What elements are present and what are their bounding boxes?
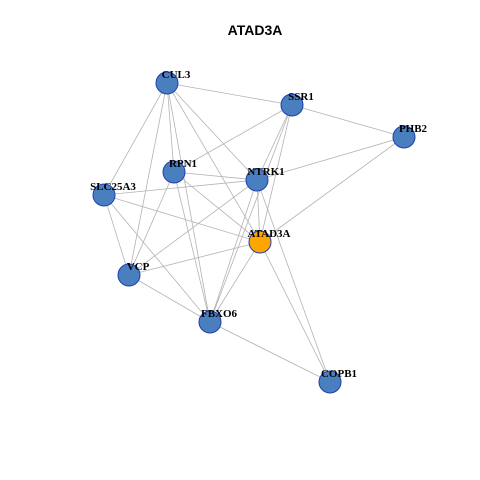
edge-slc25a3-atad3a xyxy=(103,194,261,243)
edge-layer xyxy=(103,82,405,383)
edge-atad3a-copb1 xyxy=(259,241,331,383)
edge-rpn1-fbxo6 xyxy=(173,171,211,323)
node-circle-slc25a3 xyxy=(92,183,116,207)
node-circle-atad3a xyxy=(248,230,272,254)
edge-atad3a-fbxo6 xyxy=(209,241,261,323)
edge-cul3-slc25a3 xyxy=(103,82,168,196)
node-circle-fbxo6 xyxy=(198,310,222,334)
node-label-vcp: VCP xyxy=(127,261,150,273)
node-atad3a: ATAD3A xyxy=(248,228,291,254)
edge-ntrk1-copb1 xyxy=(256,179,331,383)
edge-rpn1-atad3a xyxy=(173,171,261,243)
node-label-ntrk1: NTRK1 xyxy=(247,166,284,178)
node-vcp: VCP xyxy=(117,261,150,287)
edge-slc25a3-fbxo6 xyxy=(103,194,211,323)
edge-ssr1-ntrk1 xyxy=(256,104,293,181)
node-ssr1: SSR1 xyxy=(280,91,314,117)
edge-rpn1-ntrk1 xyxy=(173,171,258,181)
node-rpn1: RPN1 xyxy=(162,158,197,184)
diagram-title: ATAD3A xyxy=(228,22,283,38)
edge-fbxo6-copb1 xyxy=(209,321,331,383)
node-circle-copb1 xyxy=(318,370,342,394)
edge-slc25a3-vcp xyxy=(103,194,130,276)
edge-cul3-atad3a xyxy=(166,82,261,243)
node-circle-ntrk1 xyxy=(245,168,269,192)
node-label-copb1: COPB1 xyxy=(321,368,357,380)
edge-ssr1-fbxo6 xyxy=(209,104,293,323)
edge-ssr1-atad3a xyxy=(259,104,293,243)
node-slc25a3: SLC25A3 xyxy=(90,181,136,207)
edge-ssr1-phb2 xyxy=(291,104,405,138)
node-label-rpn1: RPN1 xyxy=(169,158,197,170)
node-ntrk1: NTRK1 xyxy=(245,166,285,192)
node-phb2: PHB2 xyxy=(392,123,428,149)
node-circle-phb2 xyxy=(392,125,416,149)
edge-ntrk1-fbxo6 xyxy=(209,179,258,323)
node-circle-ssr1 xyxy=(280,93,304,117)
edge-cul3-ssr1 xyxy=(166,82,293,106)
edge-cul3-rpn1 xyxy=(166,82,175,173)
edge-phb2-ntrk1 xyxy=(256,136,405,181)
edge-ssr1-rpn1 xyxy=(173,104,293,173)
edge-atad3a-vcp xyxy=(128,241,261,276)
edge-vcp-fbxo6 xyxy=(128,274,211,323)
node-label-phb2: PHB2 xyxy=(399,123,428,135)
edge-ntrk1-slc25a3 xyxy=(103,179,258,196)
edge-cul3-vcp xyxy=(128,82,168,276)
node-label-slc25a3: SLC25A3 xyxy=(90,181,136,193)
node-label-fbxo6: FBXO6 xyxy=(201,308,238,320)
edge-cul3-ntrk1 xyxy=(166,82,258,181)
node-cul3: CUL3 xyxy=(155,69,191,95)
node-circle-vcp xyxy=(117,263,141,287)
edge-phb2-atad3a xyxy=(259,136,405,243)
node-circle-rpn1 xyxy=(162,160,186,184)
node-circle-cul3 xyxy=(155,71,179,95)
node-label-atad3a: ATAD3A xyxy=(248,228,291,240)
edge-cul3-fbxo6 xyxy=(166,82,211,323)
edge-ntrk1-vcp xyxy=(128,179,258,276)
node-label-ssr1: SSR1 xyxy=(288,91,314,103)
node-copb1: COPB1 xyxy=(318,368,357,394)
node-label-cul3: CUL3 xyxy=(162,69,191,81)
node-fbxo6: FBXO6 xyxy=(198,308,238,334)
